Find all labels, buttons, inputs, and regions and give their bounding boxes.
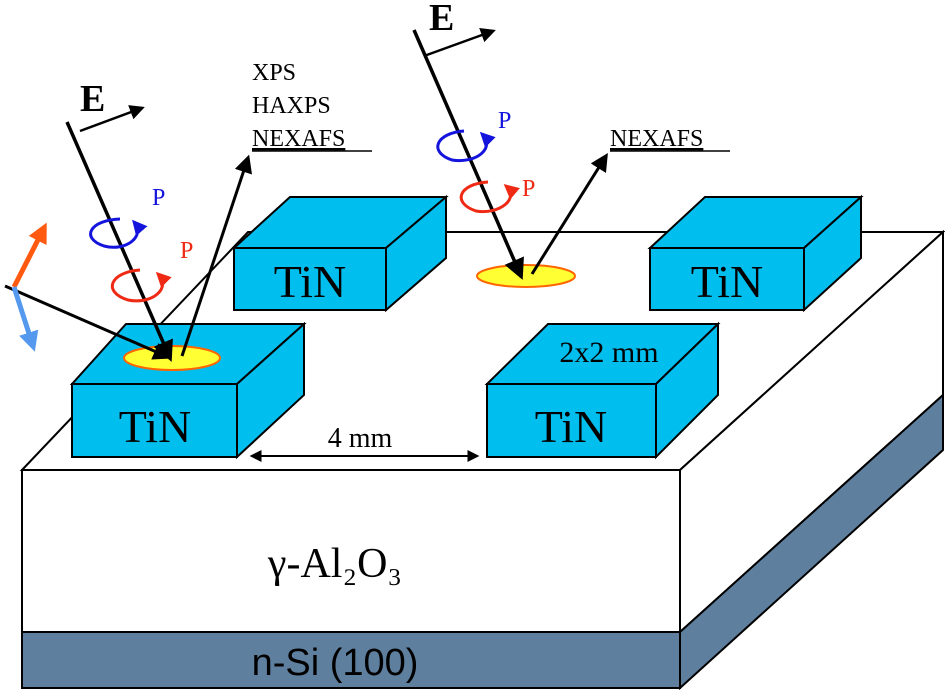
e-field-label-left: E (80, 78, 105, 120)
e-field-label-right: E (429, 0, 454, 39)
polarization-arrow-lightblue (11, 286, 39, 352)
circular-polarization-blue-left (89, 217, 148, 249)
pad-spacing-label: 4 mm (328, 423, 393, 454)
emitted-beam-right (530, 152, 608, 275)
tin-label-back-right: TiN (691, 256, 763, 307)
e-field-vector-right (423, 28, 496, 58)
beam-spot-left (123, 345, 221, 371)
pad-size-label: 2x2 mm (559, 336, 658, 369)
polarization-arrow-orange (11, 222, 47, 289)
polarization-label-red-left: P (180, 238, 193, 264)
tin-pad-front-right (484, 321, 721, 460)
tin-pad-back-left (231, 194, 449, 313)
circular-polarization-red-right (459, 180, 520, 214)
polarization-label-blue-right: P (498, 108, 511, 134)
technique-label-xps: XPS (252, 60, 296, 86)
e-field-vector-left (79, 105, 145, 133)
grazing-beam-left (4, 284, 172, 360)
silicon-wafer (21, 392, 944, 690)
silicon-label: n-Si (100) (252, 642, 419, 684)
tin-label-back-left: TiN (274, 256, 346, 307)
polarization-label-blue-left: P (152, 185, 165, 211)
left-beam (4, 105, 252, 362)
right-beam (412, 28, 608, 280)
circular-polarization-blue-right (436, 129, 496, 163)
beam-spot-right (476, 264, 576, 288)
tin-label-front-left: TiN (119, 401, 191, 452)
polarization-label-red-right: P (522, 176, 535, 202)
emitted-beam-left (180, 154, 252, 357)
circular-polarization-red-left (110, 268, 172, 303)
technique-label-nexafs-left: NEXAFS (252, 126, 345, 152)
technique-label-nexafs-right: NEXAFS (610, 126, 703, 152)
tin-pad-back-right (647, 194, 864, 313)
silicon-front-face (21, 631, 681, 689)
tin-label-front-right: TiN (535, 401, 607, 452)
technique-label-haxps: HAXPS (252, 93, 331, 119)
substrate-front-face (21, 469, 681, 633)
incident-beam-right (412, 29, 524, 280)
incident-beam-left (65, 121, 173, 362)
substrate-label: γ-Al₂O₃ (267, 541, 402, 587)
